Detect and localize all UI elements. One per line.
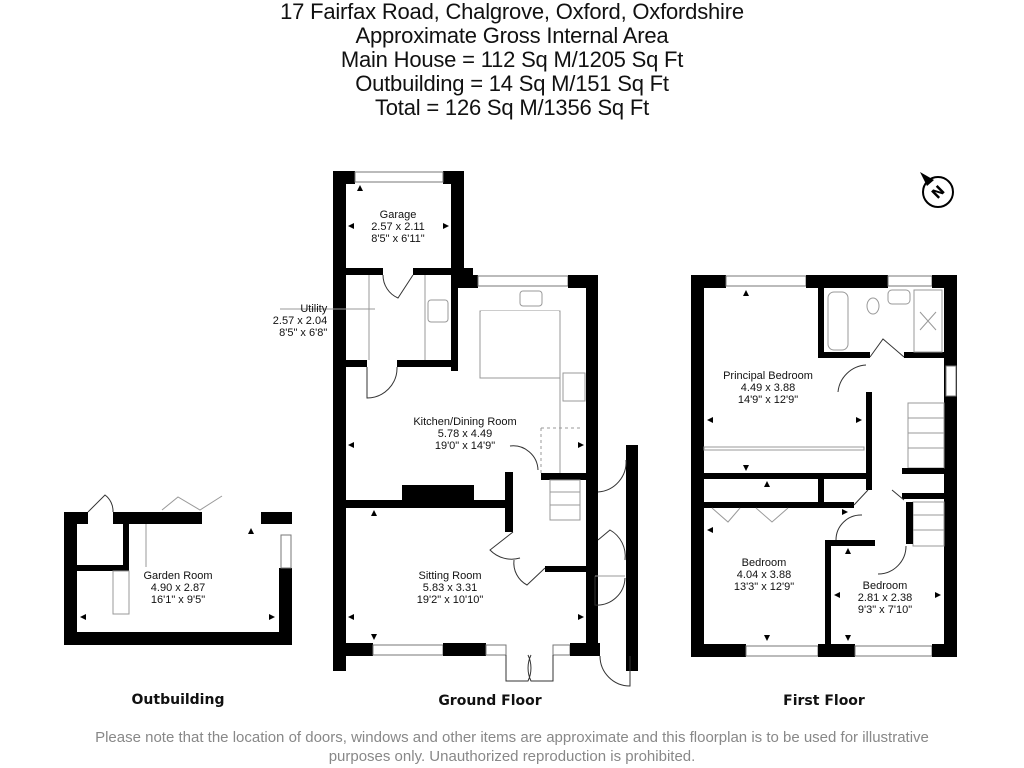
disclaimer-line-1: Please note that the location of doors, … — [95, 729, 929, 746]
room-garage: Garage 2.57 x 2.11 8'5" x 6'11" — [371, 209, 425, 245]
room-utility: Utility 2.57 x 2.04 8'5" x 6'8" — [273, 303, 327, 339]
room-size-imperial: 14'9" x 12'9" — [737, 394, 799, 406]
room-name: Garden Room — [143, 570, 213, 582]
total-area: Total = 126 Sq M/1356 Sq Ft — [374, 95, 650, 120]
room-size-metric: 4.49 x 3.88 — [740, 382, 796, 394]
room-size-imperial: 19'0" x 14'9" — [434, 440, 496, 452]
ground-floor-plan — [280, 171, 638, 687]
room-name: Garage — [379, 209, 417, 221]
room-size-imperial: 8'5" x 6'8" — [279, 327, 328, 339]
north-arrow-icon: N — [916, 168, 960, 212]
disclaimer-line-2: purposes only. Unauthorized reproduction… — [328, 748, 696, 765]
room-kitchen-dining: Kitchen/Dining Room 5.78 x 4.49 19'0" x … — [413, 416, 516, 452]
floor-label-first: First Floor — [783, 693, 865, 709]
room-size-metric: 4.90 x 2.87 — [150, 582, 206, 594]
disclaimer: Please note that the location of doors, … — [0, 728, 1024, 766]
room-name: Sitting Room — [418, 570, 482, 582]
room-name: Principal Bedroom — [723, 370, 813, 382]
first-floor-plan — [691, 275, 957, 657]
outbuilding-area: Outbuilding = 14 Sq M/151 Sq Ft — [355, 71, 669, 96]
room-size-metric: 2.81 x 2.38 — [857, 592, 913, 604]
room-garden-room: Garden Room 4.90 x 2.87 16'1" x 9'5" — [143, 570, 212, 606]
room-size-metric: 2.57 x 2.04 — [272, 315, 328, 327]
room-name: Utility — [300, 303, 328, 315]
main-house-area: Main House = 112 Sq M/1205 Sq Ft — [340, 47, 684, 72]
room-sitting-room: Sitting Room 5.83 x 3.31 19'2" x 10'10" — [417, 570, 483, 606]
room-bedroom-2: Bedroom 4.04 x 3.88 13'3" x 12'9" — [734, 557, 794, 593]
floorplan-header: 17 Fairfax Road, Chalgrove, Oxford, Oxfo… — [0, 0, 1024, 120]
room-size-imperial: 16'1" x 9'5" — [150, 594, 206, 606]
room-name: Kitchen/Dining Room — [413, 416, 517, 428]
room-name: Bedroom — [862, 580, 908, 592]
room-size-metric: 5.78 x 4.49 — [437, 428, 493, 440]
floor-label-outbuilding: Outbuilding — [131, 692, 225, 708]
room-principal-bedroom: Principal Bedroom 4.49 x 3.88 14'9" x 12… — [723, 370, 813, 406]
outbuilding-plan — [64, 494, 292, 645]
room-size-metric: 4.04 x 3.88 — [736, 569, 792, 581]
room-size-imperial: 13'3" x 12'9" — [733, 581, 795, 593]
room-size-metric: 2.57 x 2.11 — [371, 221, 425, 233]
room-size-imperial: 8'5" x 6'11" — [371, 233, 425, 245]
room-name: Bedroom — [741, 557, 787, 569]
floor-label-ground: Ground Floor — [438, 693, 542, 709]
room-bedroom-3: Bedroom 2.81 x 2.38 9'3" x 7'10" — [858, 580, 912, 616]
room-size-imperial: 9'3" x 7'10" — [857, 604, 913, 616]
room-size-metric: 5.83 x 3.31 — [422, 582, 478, 594]
property-address: 17 Fairfax Road, Chalgrove, Oxford, Oxfo… — [280, 0, 744, 24]
area-subtitle: Approximate Gross Internal Area — [355, 23, 669, 48]
room-size-imperial: 19'2" x 10'10" — [416, 594, 484, 606]
